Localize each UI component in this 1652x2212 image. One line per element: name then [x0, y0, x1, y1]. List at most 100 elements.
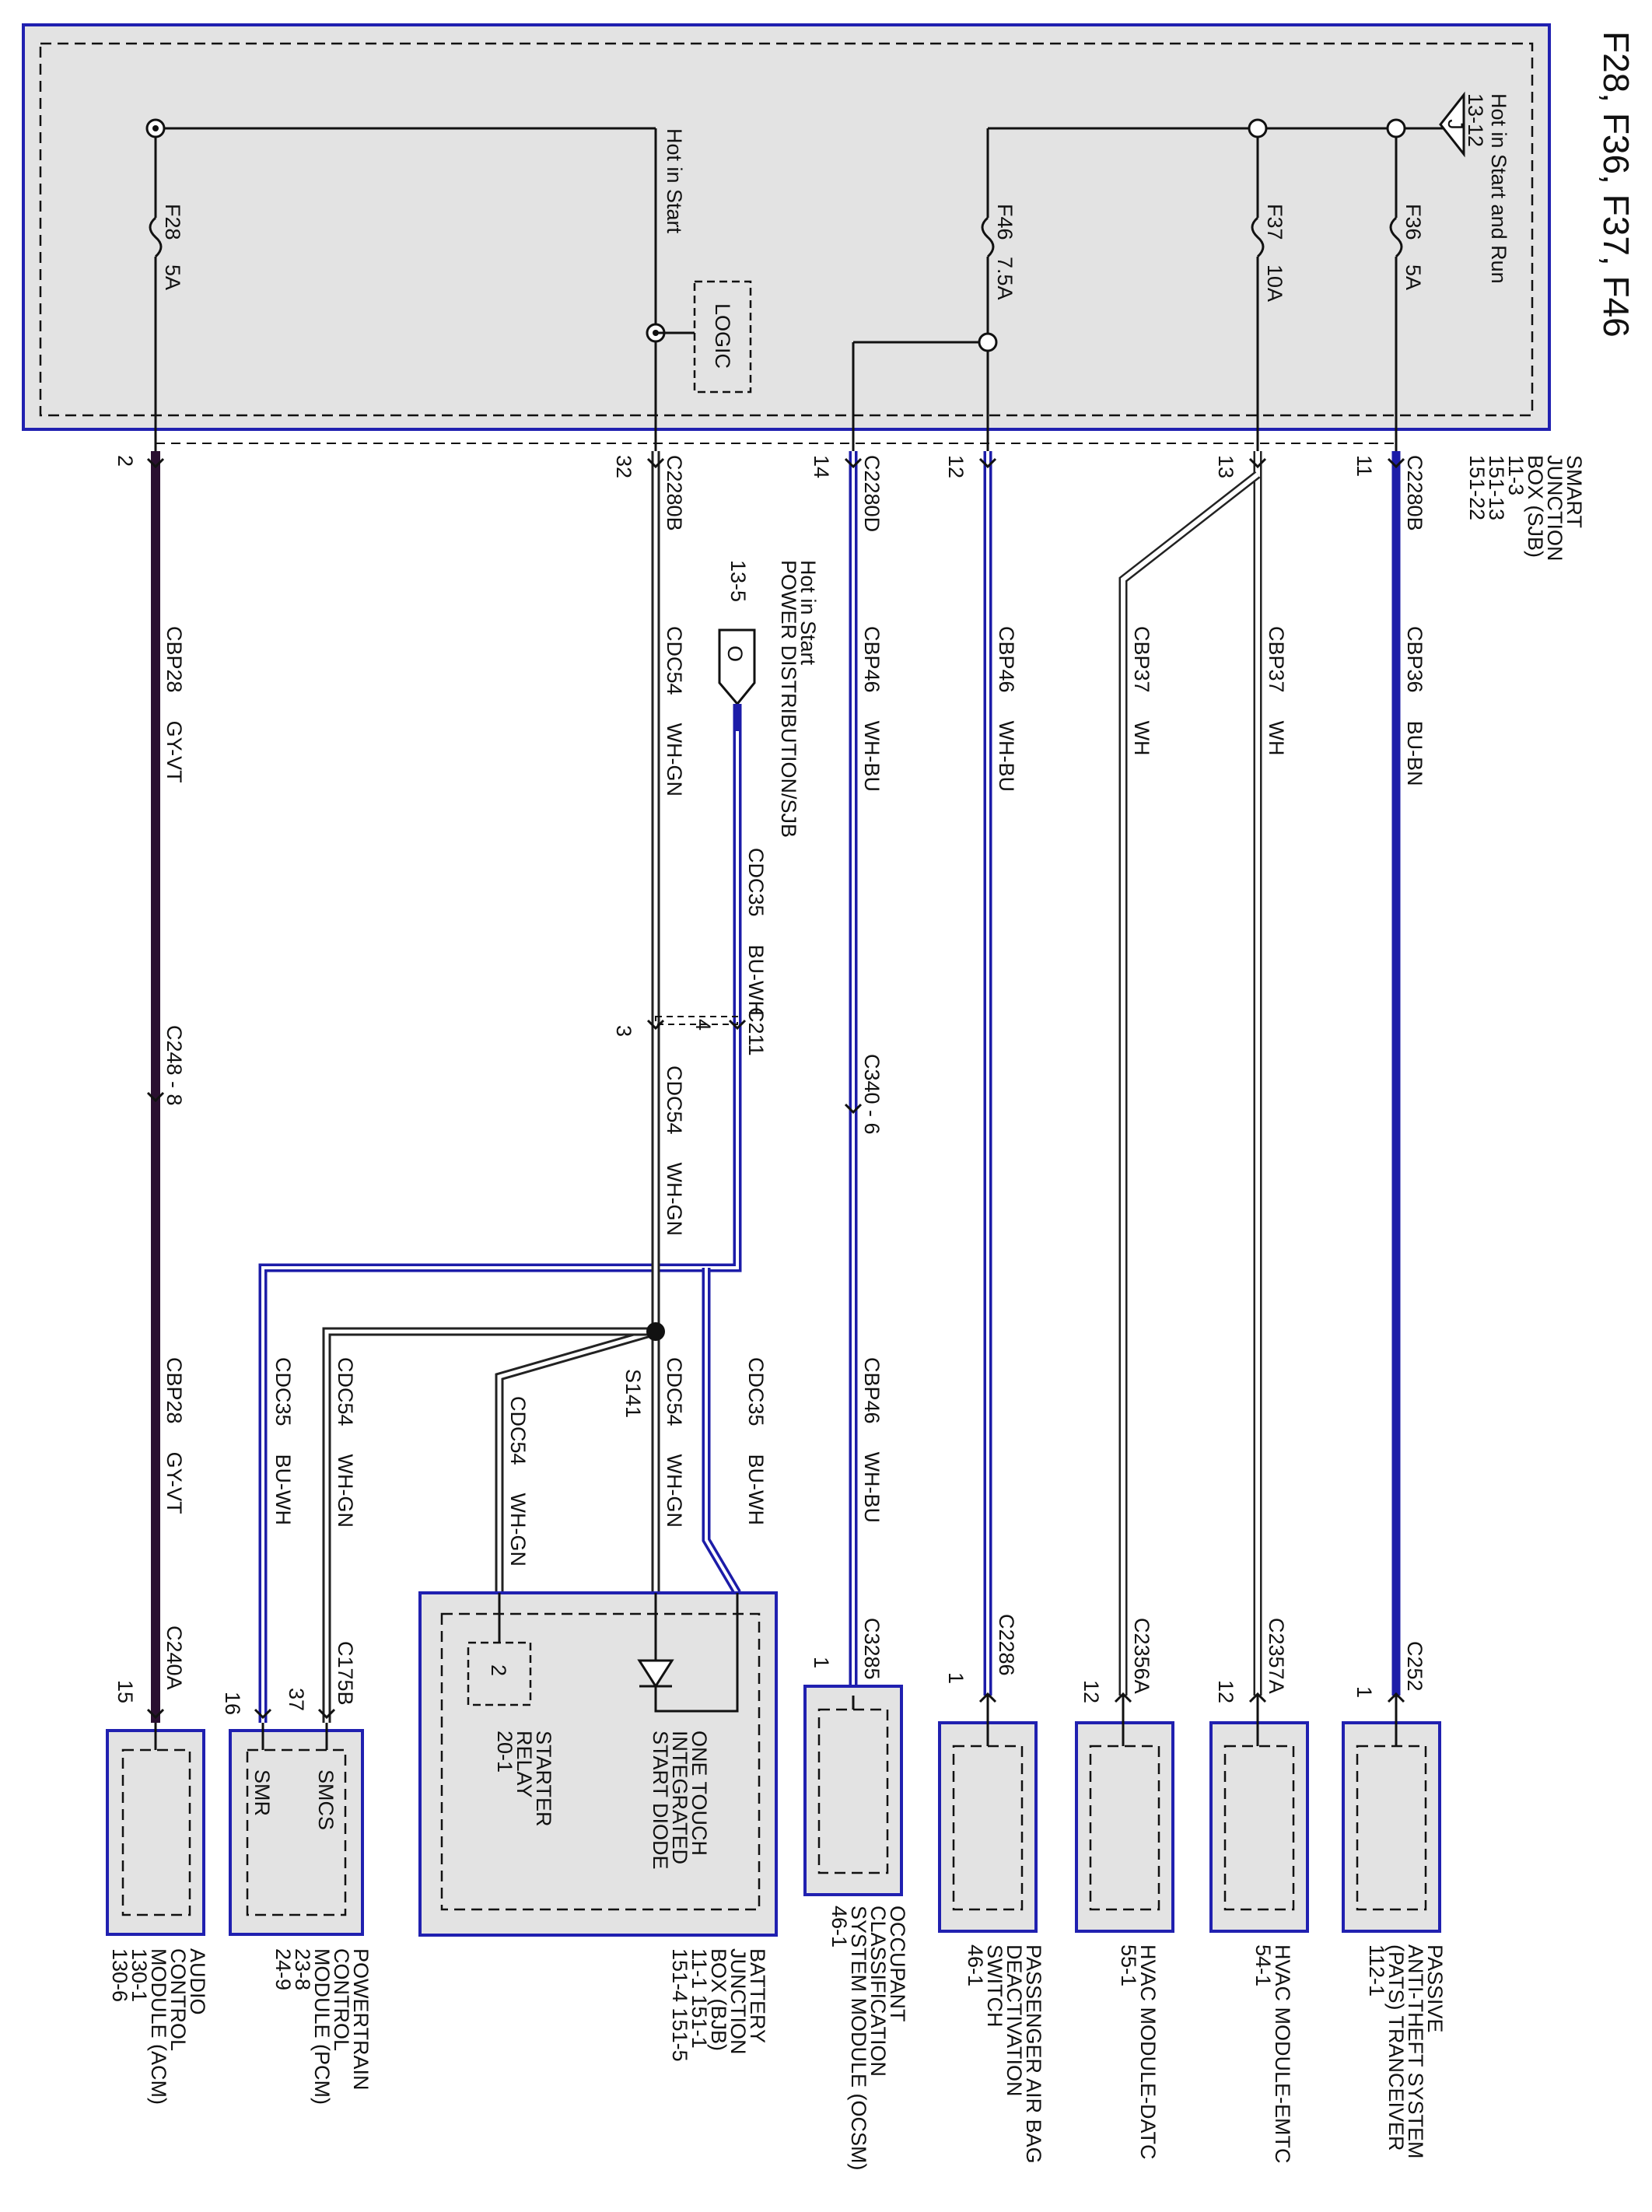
connector-c211: C211: [744, 1007, 768, 1056]
fuse-f36-label: F36: [1402, 204, 1425, 240]
svg-text:CONTROL: CONTROL: [330, 1948, 353, 2051]
logic-block: [656, 280, 752, 394]
svg-text:11-3: 11-3: [1504, 455, 1528, 495]
svg-text:CLASSIFICATION: CLASSIFICATION: [866, 1906, 890, 2077]
diode-label-2: INTEGRATED: [668, 1731, 691, 1864]
svg-text:BOX (SJB): BOX (SJB): [1524, 455, 1547, 558]
svg-text:DEACTIVATION: DEACTIVATION: [1003, 1944, 1026, 2097]
wire-labels: CBP36BU-BN CBP37WH CBP37WH CBP46WH-BU CB…: [163, 626, 1426, 1566]
fuse-f37-label: F37: [1263, 204, 1286, 240]
connector-c2356a: C2356A: [1130, 1618, 1153, 1694]
svg-text:SMART: SMART: [1563, 455, 1586, 528]
power-distribution-label: Hot in Start POWER DISTRIBUTION/SJB 13-5: [726, 560, 820, 838]
connector-c2286-pin: 1: [944, 1672, 968, 1684]
wire-label-cbp36: CBP36BU-BN: [1403, 626, 1426, 786]
sjb-name-label: SMART JUNCTION BOX (SJB) 11-3 151-13 151…: [1465, 455, 1586, 562]
svg-text:JUNCTION: JUNCTION: [726, 1948, 750, 2055]
pdist-connector-letter: O: [723, 646, 747, 662]
svg-text:(PATS) TRANCEIVER: (PATS) TRANCEIVER: [1384, 1944, 1408, 2151]
pcm-pin-smr: SMR: [250, 1769, 274, 1816]
wire-label-cbp28-a: CBP28GY-VT: [163, 626, 186, 783]
connector-c248: C248 - 8: [163, 1025, 186, 1106]
connector-pin-4: 4: [691, 1019, 715, 1031]
svg-text:ANTI-THEFT SYSTEM: ANTI-THEFT SYSTEM: [1404, 1944, 1427, 2159]
wire-label-cdc54-b: CDC54WH-GN: [663, 1066, 686, 1236]
connector-c240a-pin: 15: [114, 1680, 137, 1703]
wire-label-cdc54-a: CDC54WH-GN: [663, 626, 686, 796]
svg-text:JUNCTION: JUNCTION: [1543, 455, 1566, 562]
connector-c3285-pin: 1: [810, 1657, 833, 1668]
connector-pin-3: 3: [612, 1025, 635, 1037]
svg-text:151-4 151-5: 151-4 151-5: [668, 1948, 691, 2062]
svg-text:46-1: 46-1: [828, 1906, 851, 1948]
svg-text:PASSENGER AIR BAG: PASSENGER AIR BAG: [1022, 1944, 1045, 2164]
wire-label-cdc54-c: CDC54WH-GN: [663, 1357, 686, 1528]
svg-text:23-8: 23-8: [291, 1948, 314, 1990]
svg-text:HVAC MODULE-EMTC: HVAC MODULE-EMTC: [1271, 1944, 1294, 2164]
connector-pin-11: 11: [1353, 455, 1376, 477]
wire-cdc54: [322, 451, 660, 1723]
wire-cbp37: [1118, 451, 1262, 1696]
power-distribution-connector-icon: O: [718, 628, 756, 731]
fuse-f28-icon: [149, 216, 163, 258]
starter-relay-pin: 2: [487, 1664, 510, 1676]
svg-text:MODULE (PCM): MODULE (PCM): [310, 1948, 334, 2105]
fuse-symbols: [149, 216, 1403, 258]
wire-label-cdc54-d: CDC54WH-GN: [506, 1396, 530, 1566]
connector-c3285: C3285: [860, 1618, 884, 1680]
connector-c252: C252: [1403, 1641, 1426, 1692]
sjb-nodes: [145, 118, 1406, 352]
fuse-f36-icon: [1389, 216, 1403, 258]
svg-text:BATTERY: BATTERY: [746, 1948, 769, 2043]
fuse-f28-rating: 5A: [161, 264, 184, 290]
module-pcm: SMCS SMR: [229, 1723, 364, 1936]
svg-text:AUDIO: AUDIO: [186, 1948, 209, 2015]
svg-text:HVAC MODULE-DATC: HVAC MODULE-DATC: [1136, 1944, 1160, 2160]
connector-c211-box: [655, 1016, 738, 1025]
fuse-f37-icon: [1251, 216, 1265, 258]
connector-c340: C340 - 6: [860, 1054, 884, 1135]
relay-label-1: STARTER: [532, 1731, 555, 1827]
connector-labels: C2280B 11 13 12 C2280D 14 C2280B 32 2 C2…: [114, 455, 1426, 1715]
relay-label-3: 20-1: [493, 1731, 516, 1773]
hot-start-label: Hot in Start: [663, 128, 686, 234]
svg-text:112-1: 112-1: [1365, 1944, 1388, 1997]
connector-c240a: C240A: [163, 1626, 186, 1690]
wire-label-cdc35-a: CDC35BU-WH: [744, 848, 768, 1016]
svg-text:BOX (BJB): BOX (BJB): [707, 1948, 730, 2051]
svg-text:POWERTRAIN: POWERTRAIN: [349, 1948, 373, 2091]
connector-c2357a: C2357A: [1265, 1618, 1288, 1694]
connector-pin-14: 14: [810, 455, 833, 478]
fuse-f37-rating: 10A: [1263, 264, 1286, 302]
diode-icon: [637, 1659, 674, 1689]
wire-label-cdc35-c: CDC35BU-WH: [271, 1357, 295, 1525]
diode-label-1: ONE TOUCH: [688, 1731, 711, 1856]
connector-pin-32: 32: [612, 455, 635, 478]
wire-label-cbp46-pad: CBP46WH-BU: [995, 626, 1018, 792]
svg-text:151-22: 151-22: [1465, 455, 1489, 520]
svg-text:J: J: [1444, 119, 1467, 130]
fuse-f46-icon: [981, 216, 995, 258]
fuse-f46-label: F46: [993, 204, 1017, 240]
hot-start-run-line2: 13-12: [1464, 93, 1487, 147]
module-labels: PASSIVE ANTI-THEFT SYSTEM (PATS) TRANCEI…: [108, 1906, 1447, 2171]
connector-c175b: C175B: [334, 1641, 357, 1706]
diagram-title: F28, F36, F37, F46: [1596, 31, 1636, 338]
fuse-f36-rating: 5A: [1402, 264, 1425, 290]
svg-text:54-1: 54-1: [1251, 1944, 1275, 1986]
module-hvac-datc: [1075, 1696, 1174, 1933]
svg-text:55-1: 55-1: [1117, 1944, 1140, 1986]
module-hvac-emtc: [1209, 1696, 1309, 1933]
wire-label-cdc54-e: CDC54WH-GN: [334, 1357, 357, 1528]
svg-text:MODULE (ACM): MODULE (ACM): [147, 1948, 170, 2105]
connector-c2286: C2286: [995, 1614, 1018, 1676]
connector-pin-12: 12: [944, 455, 968, 478]
svg-text:OCCUPANT: OCCUPANT: [886, 1906, 909, 2022]
module-acm: [106, 1723, 205, 1936]
svg-text:151-13: 151-13: [1485, 455, 1508, 520]
svg-text:PASSIVE: PASSIVE: [1423, 1944, 1447, 2033]
pcm-pin-smcs: SMCS: [314, 1769, 338, 1830]
wire-cdc35: [258, 731, 742, 1723]
wire-label-cbp46-ocsm-b: CBP46WH-BU: [860, 1357, 884, 1523]
